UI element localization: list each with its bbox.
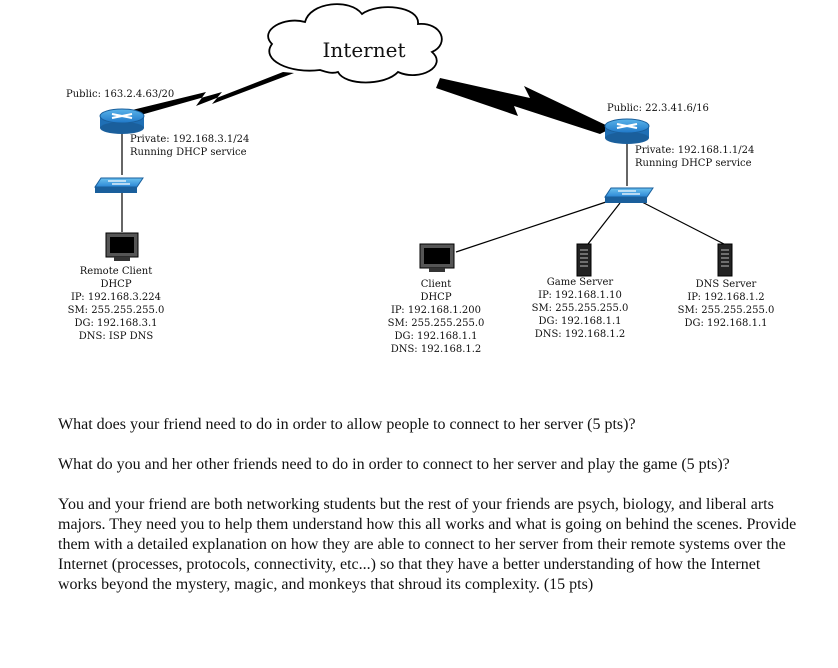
right-service-label: Running DHCP service bbox=[635, 158, 752, 169]
remote-client-line: Remote Client bbox=[80, 266, 153, 277]
dns-server-info: DNS Server IP: 192.168.1.2 SM: 255.255.2… bbox=[678, 279, 775, 329]
right-router-icon bbox=[604, 118, 650, 144]
question-3: You and your friend are both networking … bbox=[58, 496, 797, 593]
dns-server-line: SM: 255.255.255.0 bbox=[678, 305, 775, 316]
left-public-label: Public: 163.2.4.63/20 bbox=[66, 89, 174, 100]
cloud-label: Internet bbox=[323, 38, 406, 62]
right-public-label: Public: 22.3.41.6/16 bbox=[607, 103, 709, 114]
internet-cloud: Internet bbox=[267, 3, 443, 84]
remote-client-line: DNS: ISP DNS bbox=[79, 331, 154, 342]
remote-client-line: IP: 192.168.3.224 bbox=[71, 292, 161, 303]
remote-client-line: SM: 255.255.255.0 bbox=[68, 305, 165, 316]
wan-link-right bbox=[436, 78, 612, 134]
dns-server-icon bbox=[717, 243, 733, 277]
left-private-label: Private: 192.168.3.1/24 bbox=[130, 134, 249, 145]
remote-client-monitor-icon bbox=[105, 232, 139, 261]
game-server-icon bbox=[576, 243, 592, 277]
links bbox=[121, 130, 725, 253]
client-line: DG: 192.168.1.1 bbox=[395, 331, 478, 342]
remote-client-info: Remote Client DHCP IP: 192.168.3.224 SM:… bbox=[68, 266, 165, 342]
right-private-label: Private: 192.168.1.1/24 bbox=[635, 145, 754, 156]
client-line: IP: 192.168.1.200 bbox=[391, 305, 481, 316]
client-line: DHCP bbox=[420, 292, 451, 303]
wan-link-left bbox=[124, 72, 294, 118]
game-server-line: DG: 192.168.1.1 bbox=[539, 316, 622, 327]
game-server-line: DNS: 192.168.1.2 bbox=[535, 329, 626, 340]
game-server-line: Game Server bbox=[547, 277, 614, 288]
remote-client-line: DHCP bbox=[100, 279, 131, 290]
dns-server-line: IP: 192.168.1.2 bbox=[687, 292, 764, 303]
game-server-info: Game Server IP: 192.168.1.10 SM: 255.255… bbox=[532, 277, 629, 340]
network-diagram: Internet bbox=[66, 3, 775, 355]
remote-client-line: DG: 192.168.3.1 bbox=[75, 318, 158, 329]
client-line: Client bbox=[421, 279, 451, 290]
dns-server-line: DNS Server bbox=[696, 279, 757, 290]
question-1: What does your friend need to do in orde… bbox=[58, 416, 636, 433]
game-server-line: IP: 192.168.1.10 bbox=[538, 290, 622, 301]
game-server-line: SM: 255.255.255.0 bbox=[532, 303, 629, 314]
questions: What does your friend need to do in orde… bbox=[58, 415, 798, 615]
right-switch-icon bbox=[604, 187, 654, 203]
client-line: SM: 255.255.255.0 bbox=[388, 318, 485, 329]
client-line: DNS: 192.168.1.2 bbox=[391, 344, 482, 355]
client-monitor-icon bbox=[419, 243, 455, 272]
left-service-label: Running DHCP service bbox=[130, 147, 247, 158]
dns-server-line: DG: 192.168.1.1 bbox=[685, 318, 768, 329]
left-switch-icon bbox=[94, 177, 144, 193]
left-router-icon bbox=[99, 108, 145, 134]
question-2: What do you and her other friends need t… bbox=[58, 456, 730, 473]
client-info: Client DHCP IP: 192.168.1.200 SM: 255.25… bbox=[388, 279, 485, 355]
